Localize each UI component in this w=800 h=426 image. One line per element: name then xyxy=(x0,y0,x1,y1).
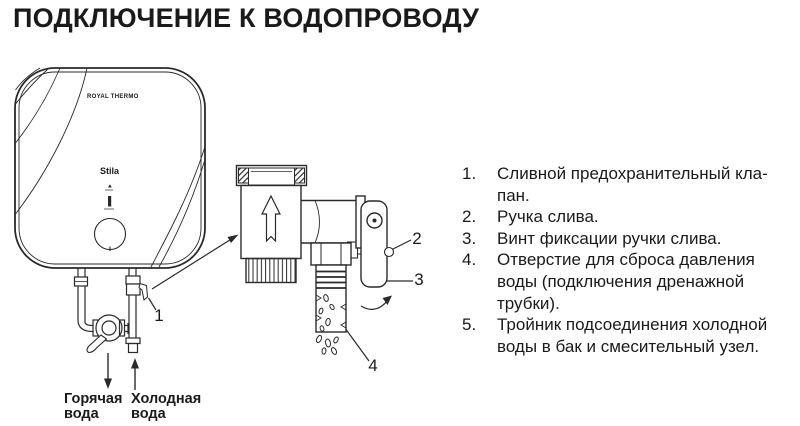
hot-water-label: Горячая вода xyxy=(64,391,123,422)
legend-item: 1. Сливной предохранительный кла- пан. xyxy=(462,163,798,206)
callout-leader-lines xyxy=(147,234,413,362)
heater-model-label: Stila xyxy=(100,166,120,176)
legend-item-number: 3. xyxy=(462,228,477,248)
zoom-arrow-head xyxy=(227,234,239,243)
callout-number-4: 4 xyxy=(368,356,378,375)
hot-valve-handle xyxy=(86,334,108,354)
legend-item-text: Тройник подсоединения холодной воды в ба… xyxy=(497,315,768,356)
safety-valve-enlarged xyxy=(235,164,395,355)
legend-item: 4. Отверстие для сброса давления воды (п… xyxy=(462,249,798,314)
small-valve-handle xyxy=(138,282,149,301)
pipe-stubs xyxy=(73,268,141,287)
leader-1 xyxy=(147,297,157,311)
cold-water-pipe xyxy=(125,282,149,354)
leader-2 xyxy=(390,239,412,251)
indicator-icon xyxy=(105,184,113,191)
drain-spout xyxy=(310,242,352,355)
water-droplets xyxy=(315,294,339,355)
legend-item-text: Сливной предохранительный кла- пан. xyxy=(497,164,768,205)
handle-fixing-screw xyxy=(383,246,395,258)
hot-water-arrow-icon xyxy=(104,353,112,389)
callout-number-1: 1 xyxy=(154,306,164,325)
legend-item-number: 4. xyxy=(462,250,477,270)
rotation-arrow-icon xyxy=(360,295,392,310)
zoom-arrow-line xyxy=(151,237,234,290)
power-switch-icon xyxy=(104,196,114,210)
water-heater-drawing xyxy=(14,67,206,287)
callout-number-3: 3 xyxy=(414,270,424,289)
drain-handle xyxy=(360,200,395,288)
safety-valve-small xyxy=(125,282,149,301)
legend-item-number: 1. xyxy=(462,164,477,183)
heater-brand-label: ROYAL THERMO xyxy=(87,94,139,100)
legend-item-number: 2. xyxy=(462,207,477,227)
legend-item-text: Винт фиксации ручки слива. xyxy=(497,228,722,248)
legend-item: 3. Винт фиксации ручки слива. xyxy=(462,228,798,250)
legend-item-text: Отверстие для сброса давления воды (подк… xyxy=(497,250,755,313)
legend-item: 2. Ручка слива. xyxy=(462,206,798,228)
flow-up-arrow-icon xyxy=(261,194,281,243)
diagram-art xyxy=(14,67,413,390)
legend-item-text: Ручка слива. xyxy=(497,207,599,227)
page-title: ПОДКЛЮЧЕНИЕ К ВОДОПРОВОДУ xyxy=(13,3,480,33)
cold-water-label: Холодная вода xyxy=(131,391,202,422)
wave-decor-lines xyxy=(15,67,205,268)
cold-water-arrow-icon xyxy=(131,358,139,390)
legend-item: 5. Тройник подсоединения холодной воды в… xyxy=(462,314,798,357)
callout-number-2: 2 xyxy=(412,229,422,248)
hot-water-pipe xyxy=(77,286,129,354)
legend-item-number: 5. xyxy=(462,315,477,335)
legend-list: 1. Сливной предохранительный кла- пан. 2… xyxy=(462,163,798,357)
thermostat-knob xyxy=(93,217,127,251)
